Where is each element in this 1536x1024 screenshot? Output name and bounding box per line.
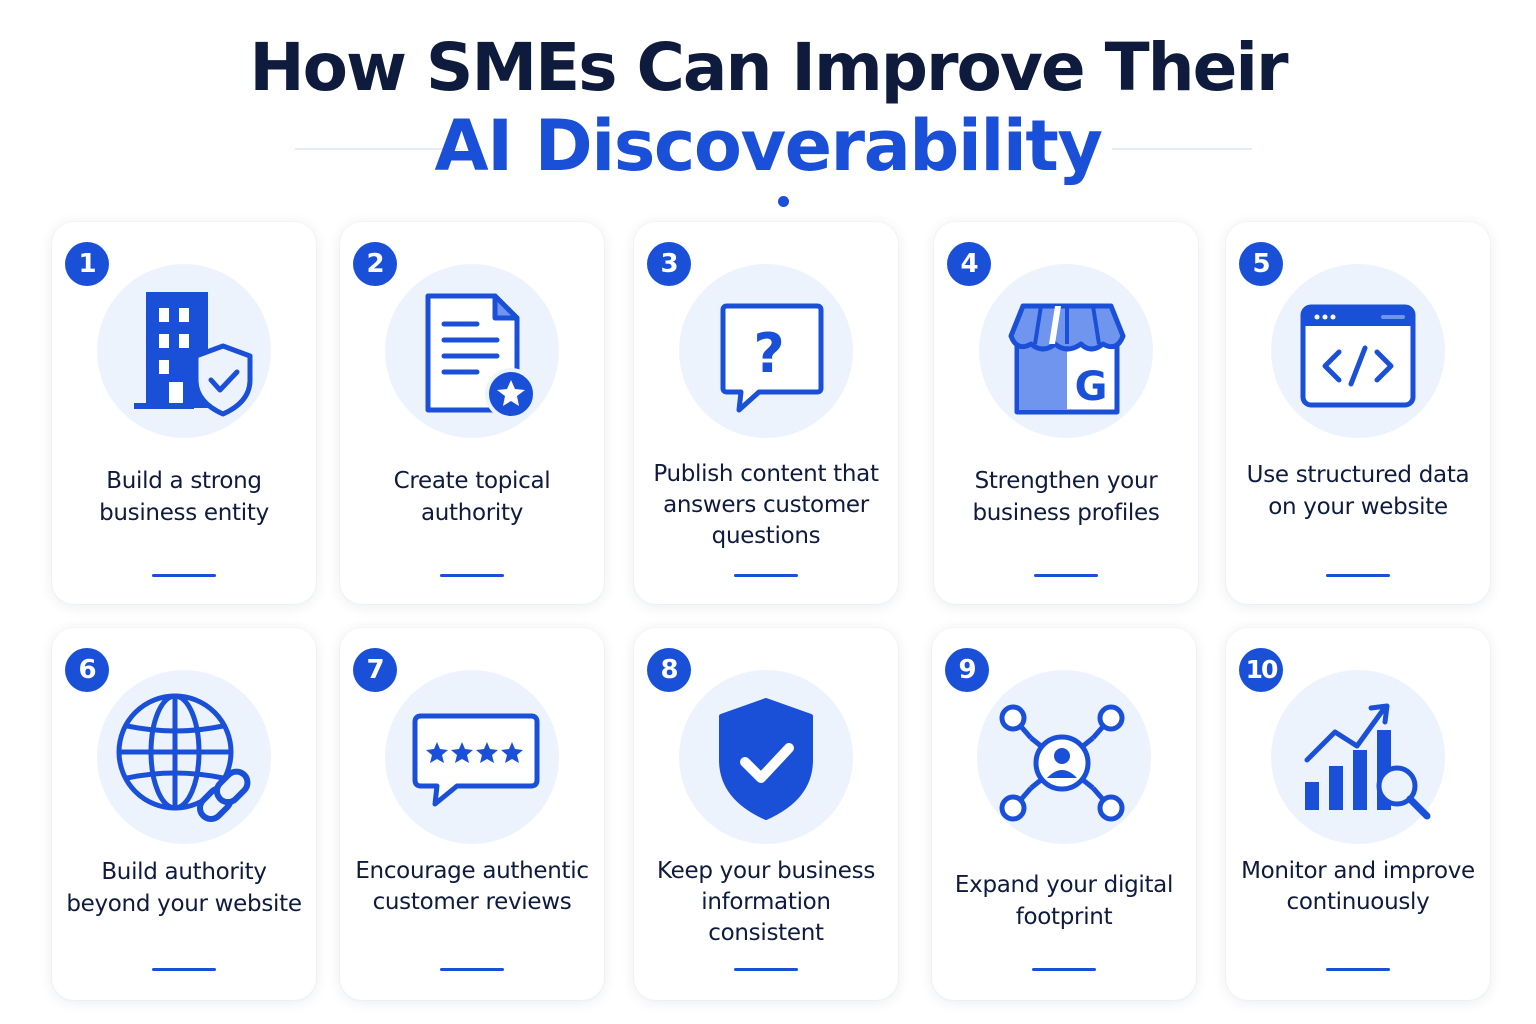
step-label: Use structured data on your website [1246, 462, 1470, 520]
step-underline [152, 574, 216, 577]
step-underline [1326, 968, 1390, 971]
step-label: Keep your business information consisten… [656, 858, 876, 946]
icon-backdrop: G [979, 264, 1153, 438]
icon-backdrop [1271, 264, 1445, 438]
step-label: Strengthen your business profiles [972, 468, 1160, 526]
header: How SMEs Can Improve Their AI Discoverab… [0, 0, 1536, 215]
title-rule-right [1112, 148, 1252, 150]
document-star-icon [425, 293, 537, 420]
step-underline [152, 968, 216, 971]
page-title-highlight: AI Discoverability [434, 105, 1103, 187]
code-window-icon [1300, 304, 1416, 408]
step-label: Build a strong business entity [99, 468, 269, 526]
step-card-10: 10 Monitor and improve continuously [1226, 628, 1490, 1000]
step-card-1: 1 Build a strong business entity [52, 222, 316, 604]
title-dot [778, 196, 789, 207]
step-number-badge: 9 [945, 648, 989, 692]
icon-backdrop: ? [679, 264, 853, 438]
title-rule-left [295, 148, 460, 150]
step-card-4: 4 G Strengthen your business profiles [934, 222, 1198, 604]
icon-backdrop [97, 264, 271, 438]
step-card-9: 9 Expand your digital footprint [932, 628, 1196, 1000]
icon-backdrop [977, 670, 1151, 844]
question-bubble-icon: ? [720, 303, 824, 413]
svg-text:G: G [1075, 364, 1108, 410]
step-underline [734, 574, 798, 577]
page-title: How SMEs Can Improve Their [249, 29, 1288, 106]
step-underline [1034, 574, 1098, 577]
step-card-7: 7 Encourage authentic customer reviews [340, 628, 604, 1000]
growth-chart-magnifier-icon [1304, 703, 1431, 820]
step-number-badge: 2 [353, 242, 397, 286]
icon-backdrop [679, 670, 853, 844]
svg-text:?: ? [753, 322, 784, 385]
step-number-badge: 10 [1239, 648, 1283, 692]
step-number-badge: 5 [1239, 242, 1283, 286]
building-shield-icon [134, 292, 253, 417]
step-card-2: 2 Create topical authority [340, 222, 604, 604]
step-number-badge: 8 [647, 648, 691, 692]
step-card-6: 6 Build authority beyond your website [52, 628, 316, 1000]
step-label: Monitor and improve continuously [1241, 858, 1475, 915]
step-card-3: 3 ? Publish content that answers custome… [634, 222, 898, 604]
step-label: Publish content that answers customer qu… [653, 461, 879, 549]
star-review-bubble-icon [412, 713, 540, 807]
icon-backdrop [97, 670, 271, 844]
step-underline [440, 574, 504, 577]
step-number-badge: 1 [65, 242, 109, 286]
icon-backdrop [385, 670, 559, 844]
step-underline [1032, 968, 1096, 971]
step-underline [440, 968, 504, 971]
globe-link-icon [116, 693, 251, 823]
step-card-5: 5 Use structured data on your website [1226, 222, 1490, 604]
step-number-badge: 3 [647, 242, 691, 286]
step-card-8: 8 Keep your business information consist… [634, 628, 898, 1000]
google-storefront-icon: G [1008, 303, 1126, 415]
icon-backdrop [1271, 670, 1445, 844]
network-user-icon [999, 704, 1125, 822]
step-number-badge: 7 [353, 648, 397, 692]
shield-check-icon [719, 698, 813, 820]
step-label: Encourage authentic customer reviews [355, 858, 589, 915]
step-number-badge: 6 [65, 648, 109, 692]
step-number-badge: 4 [947, 242, 991, 286]
step-underline [734, 968, 798, 971]
step-label: Build authority beyond your website [66, 859, 302, 917]
icon-backdrop [385, 264, 559, 438]
step-underline [1326, 574, 1390, 577]
step-label: Create topical authority [393, 468, 551, 526]
step-label: Expand your digital footprint [954, 872, 1174, 930]
